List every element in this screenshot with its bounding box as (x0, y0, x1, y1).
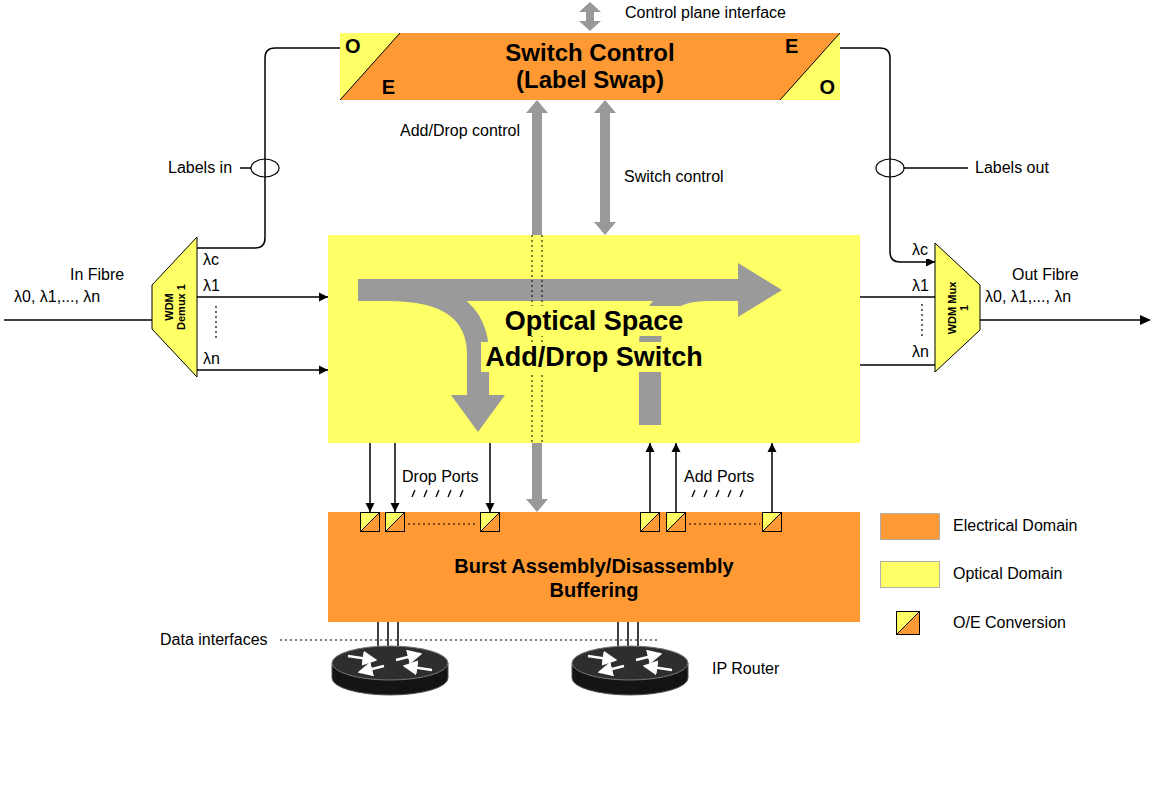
label-text: Control plane interface (625, 4, 786, 22)
signal-connector (197, 48, 340, 248)
oe-port-symbols (328, 512, 860, 536)
connector-label: λn (910, 343, 931, 361)
legend-swatch (880, 513, 940, 540)
oe-letter: E (382, 76, 395, 98)
text-area: Switch Control (Label Swap) (400, 33, 780, 100)
control-plane-arrow (579, 2, 601, 31)
label-text: λ0, λ1,..., λn (985, 288, 1071, 306)
signal-connector (646, 443, 655, 512)
signal-connector (672, 443, 681, 512)
signal-connector (391, 443, 400, 512)
label-text: Data interfaces (160, 631, 268, 649)
eo-converter: EO (780, 33, 840, 100)
label-text: Add Ports (684, 468, 754, 486)
wavelength-dots (215, 306, 216, 340)
router-symbol (572, 646, 688, 695)
connector-label: λc (201, 251, 221, 269)
labels-in-leader (240, 159, 279, 177)
legend-swatch (880, 561, 940, 588)
wdm-demux: WDM Demux 1 (152, 237, 197, 377)
data-interface-dots (280, 640, 660, 641)
connector-label: Switch control (622, 168, 726, 186)
connector-label: λ1 (910, 277, 931, 295)
label-text: Drop Ports (402, 468, 478, 486)
wavelength-dots (921, 304, 922, 336)
legend-text: Electrical Domain (953, 517, 1077, 535)
label-text: Out Fibre (1012, 266, 1079, 284)
wdm-mux: WDM Mux 1 (935, 243, 980, 372)
mux-label: WDM Mux 1 (946, 281, 970, 335)
out-fibre-arrow (980, 315, 1151, 325)
box-title: Switch Control (Label Swap) (485, 40, 695, 94)
in-fibre-line (4, 319, 152, 321)
label-text: In Fibre (70, 266, 124, 284)
box-title: Burst Assembly/Disassembly Buffering (434, 554, 754, 602)
oe-letter: O (345, 35, 361, 57)
port-dashes (412, 490, 743, 497)
oe-letter: E (785, 35, 798, 57)
label-text: Labels in (168, 159, 232, 177)
label-text: λ0, λ1,..., λn (14, 288, 100, 306)
signal-connector (768, 443, 777, 512)
oe-letter: O (819, 76, 835, 98)
router-symbol (332, 646, 448, 695)
text-holder: Optical Space Add/Drop Switch (444, 303, 744, 376)
signal-connector (840, 48, 935, 267)
signal-connector (860, 297, 935, 298)
connector-label: λc (910, 241, 930, 259)
signal-connector (366, 443, 375, 512)
legend-text: Optical Domain (953, 565, 1062, 583)
text-area: Burst Assembly/Disassembly Buffering (328, 534, 860, 622)
oe-legend-icon (896, 611, 920, 635)
burst-buffer-box: Burst Assembly/Disassembly Buffering (328, 512, 860, 622)
connector-label: λn (201, 350, 222, 368)
signal-connector (486, 443, 495, 512)
signal-connector (860, 365, 935, 366)
control-arrow (594, 100, 616, 235)
text-area: Optical Space Add/Drop Switch (328, 235, 860, 443)
mux-label: WDM Demux 1 (163, 280, 187, 334)
box-title: Optical Space Add/Drop Switch (481, 306, 707, 372)
label-text: Labels out (975, 159, 1049, 177)
oe-converter: OE (340, 33, 400, 100)
switch-control-box: Switch Control (Label Swap)OEEO (340, 33, 840, 100)
connector-label: Add/Drop control (398, 122, 522, 140)
connector-label: λ1 (201, 277, 222, 295)
label-text: IP Router (712, 660, 779, 678)
flow-arrows (328, 235, 860, 443)
optical-switch-box: Optical Space Add/Drop Switch (328, 235, 860, 443)
legend-text: O/E Conversion (953, 614, 1066, 632)
